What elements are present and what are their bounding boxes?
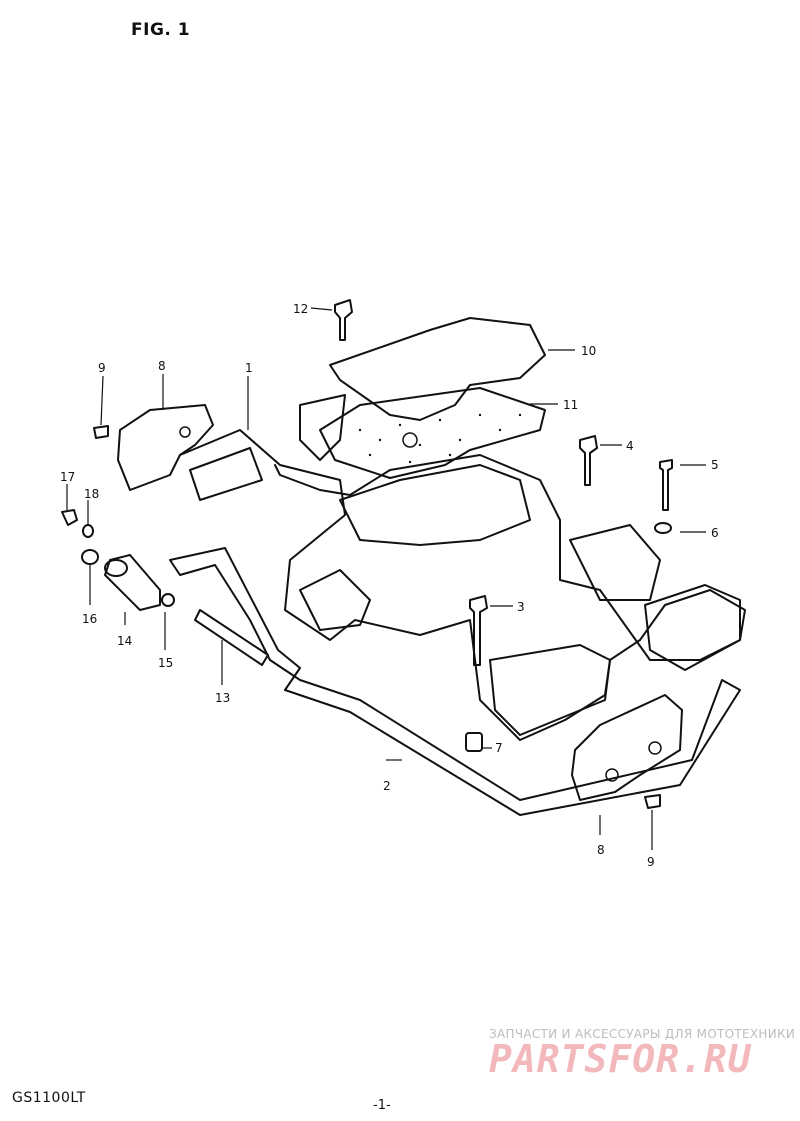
gasket-outline (169, 547, 741, 816)
callout-12: 12 (293, 302, 308, 316)
callout-5: 5 (711, 458, 719, 472)
end-cap-right (571, 694, 683, 801)
figure-title: FIG. 1 (131, 20, 191, 40)
callout-9-right: 9 (647, 855, 655, 869)
callout-15: 15 (158, 656, 173, 670)
callout-4: 4 (626, 439, 634, 453)
callout-14: 14 (117, 634, 132, 648)
callout-18: 18 (84, 487, 99, 501)
callout-3: 3 (517, 600, 525, 614)
callout-2: 2 (383, 779, 391, 793)
gasket-sheet (319, 387, 546, 479)
callout-8-right: 8 (597, 843, 605, 857)
callout-17: 17 (60, 470, 75, 484)
end-cap-left (117, 404, 214, 491)
tacho-gear (194, 609, 269, 666)
model-code: GS1100LT (12, 1090, 86, 1106)
callout-8-left: 8 (158, 359, 166, 373)
callout-10: 10 (581, 344, 596, 358)
head-cover-body (179, 429, 746, 741)
callout-13: 13 (215, 691, 230, 705)
callout-11: 11 (563, 398, 578, 412)
callout-16: 16 (82, 612, 97, 626)
callout-7: 7 (495, 741, 503, 755)
page-number: -1- (373, 1098, 391, 1113)
watermark-brand: PARTSFOR.RU (489, 1037, 752, 1081)
callout-6: 6 (711, 526, 719, 540)
watermark-tagline: ЗАПЧАСТИ И АКСЕССУАРЫ ДЛЯ МОТОТЕХНИКИ (489, 1027, 796, 1041)
callout-9-left: 9 (98, 361, 106, 375)
cover-plate (329, 317, 546, 421)
callout-1: 1 (245, 361, 253, 375)
